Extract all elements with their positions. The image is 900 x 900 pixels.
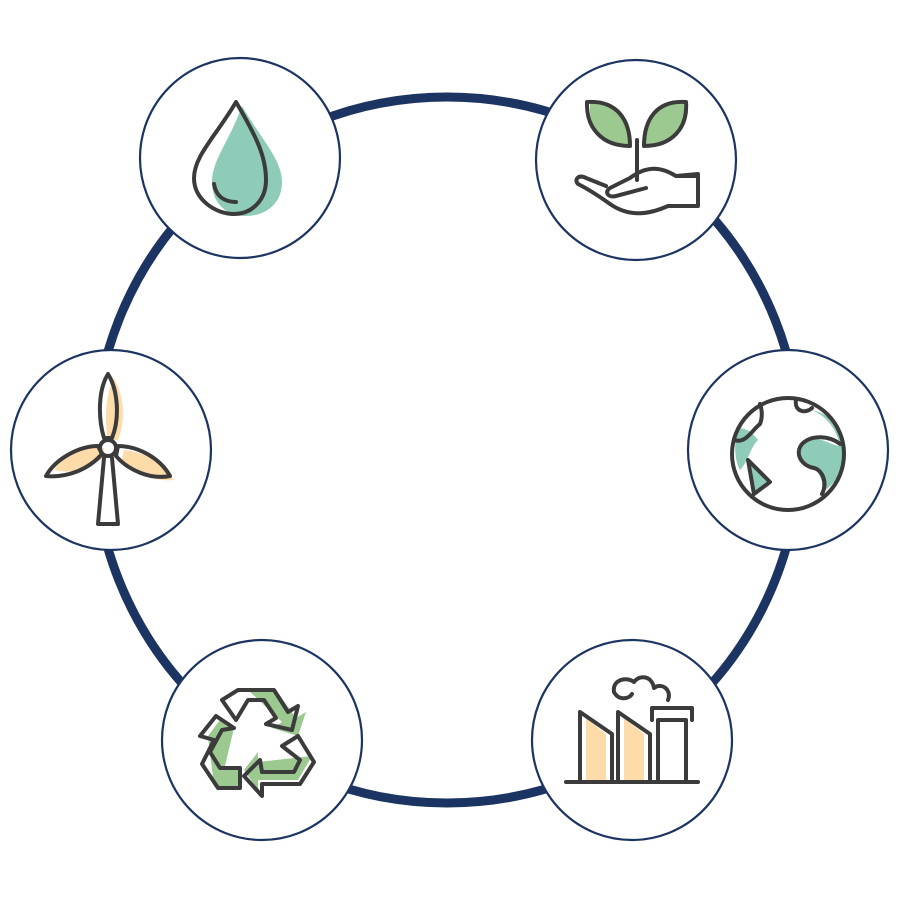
node-water (138, 56, 342, 260)
globe-icon (730, 396, 846, 512)
wind-turbine-icon (44, 372, 174, 526)
node-globe (686, 348, 890, 552)
factory-icon (564, 675, 700, 784)
water-drop-icon (192, 100, 282, 216)
node-plant (534, 58, 738, 262)
plant-in-hand-icon (574, 99, 700, 216)
node-recycle (160, 638, 364, 842)
node-factory (530, 638, 734, 842)
recycle-icon (198, 688, 316, 798)
node-wind (9, 348, 213, 552)
